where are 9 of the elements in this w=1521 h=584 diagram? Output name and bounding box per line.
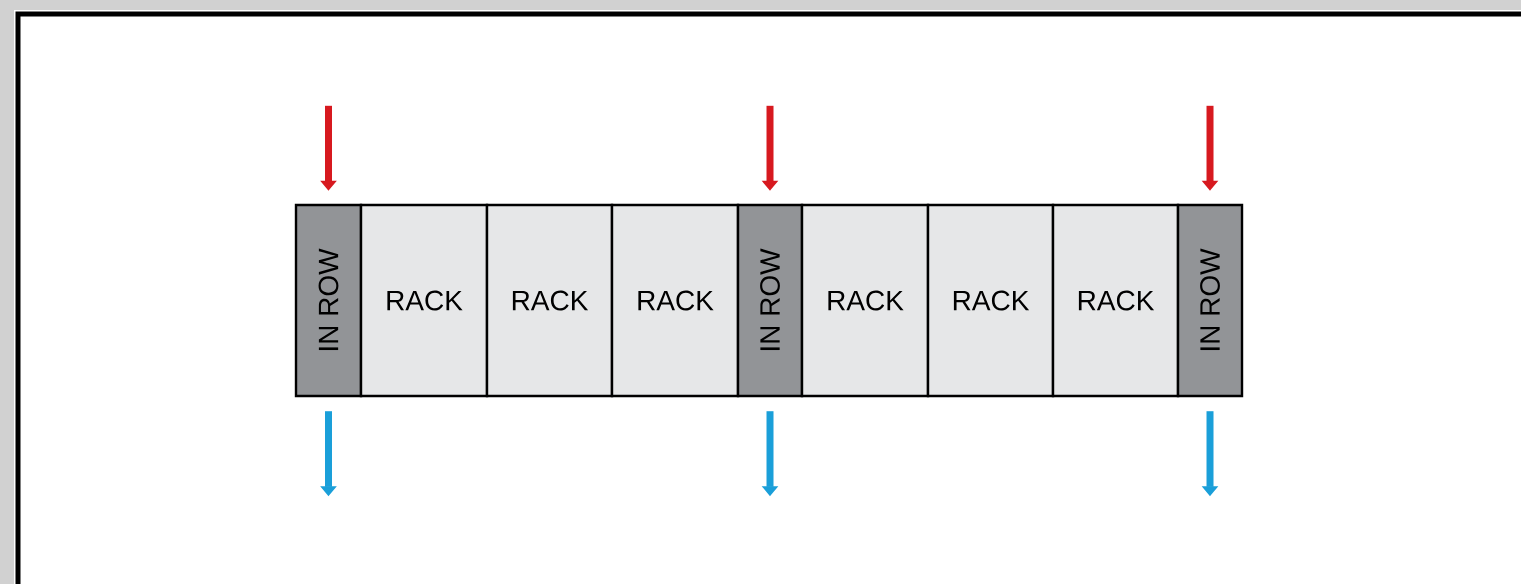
rack-box: RACK [1051,203,1180,398]
cooling-unit-box: IN ROW [294,203,363,398]
rack-box: RACK [926,203,1055,398]
cooling-unit-box: IN ROW [736,203,804,398]
rack-box: RACK [485,203,614,398]
rack-box: RACK [610,203,740,398]
rack-box: RACK [800,203,930,398]
rack-box: RACK [359,203,489,398]
cooling-unit-box: IN ROW [1176,203,1244,398]
